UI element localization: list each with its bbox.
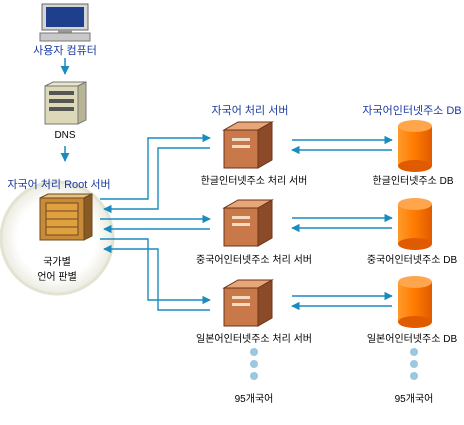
root-server-icon (39, 193, 93, 241)
server-icon-row2 (222, 199, 274, 247)
user-computer-icon (39, 3, 91, 42)
db-arrows (291, 135, 393, 311)
db-header: 자국어인터넷주소 DB (362, 105, 462, 117)
db-cylinder-icon-row1 (398, 120, 432, 172)
db-cylinder-icon-row2 (398, 198, 432, 250)
server-label-row1: 한글인터넷주소 처리 서버 (200, 176, 308, 187)
server-label-row2: 중국어인터넷주소 처리 서버 (196, 255, 312, 266)
dns-label: DNS (54, 130, 76, 141)
root-server-title: 자국어 처리 Root 서버 (7, 179, 111, 191)
root-note-line2: 언어 판별 (37, 272, 77, 283)
db-cylinder-icon-row3 (398, 276, 432, 328)
db-label-row2: 중국어인터넷주소 DB (366, 255, 458, 266)
db-label-row1: 한글인터넷주소 DB (372, 176, 454, 187)
servers-header: 자국어 처리 서버 (211, 105, 289, 117)
more-db-label: 95개국어 (394, 394, 434, 405)
arrow-root-to-row3 (100, 238, 211, 305)
root-note-line1: 국가별 (43, 257, 71, 268)
more-servers-dots (250, 348, 258, 380)
dns-server-icon (44, 81, 87, 125)
server-icon-row3 (222, 279, 274, 327)
server-label-row3: 일본어인터넷주소 처리 서버 (196, 334, 312, 345)
more-servers-label: 95개국어 (234, 394, 274, 405)
user-computer-label: 사용자 컴퓨터 (33, 45, 97, 57)
arrow-root-to-row1 (100, 133, 211, 200)
arrow-row1-to-root (103, 147, 210, 214)
db-label-row3: 일본어인터넷주소 DB (366, 334, 458, 345)
server-icon-row1 (222, 121, 274, 169)
routing-arrows (100, 133, 211, 311)
more-db-dots (410, 348, 418, 380)
arrow-row3-to-root (103, 244, 210, 311)
